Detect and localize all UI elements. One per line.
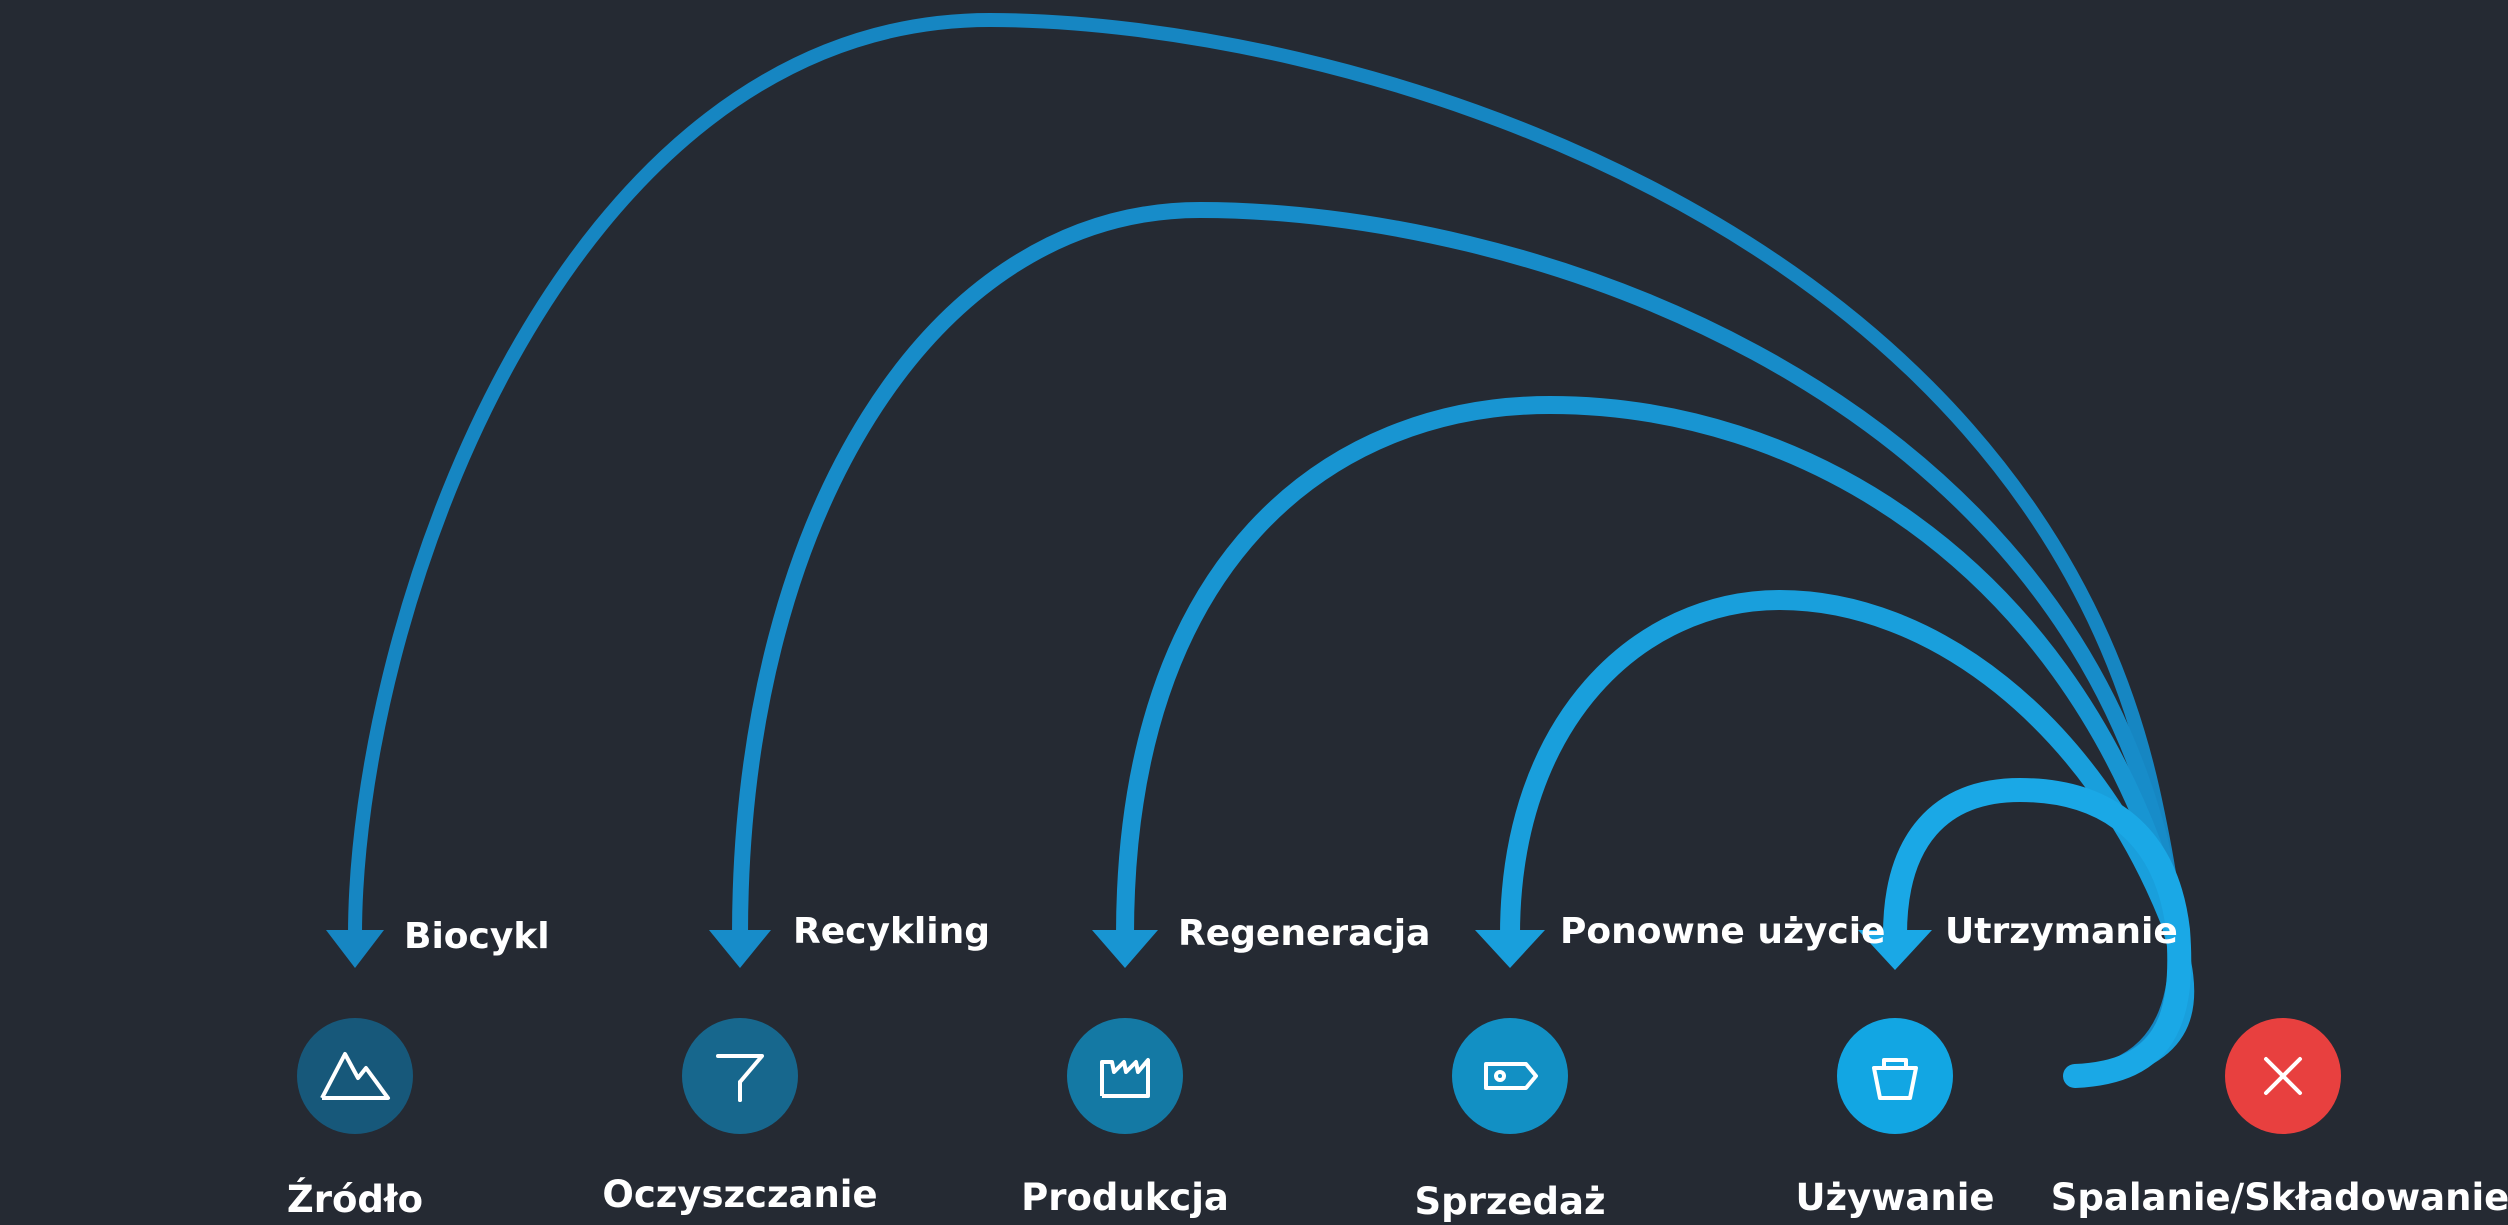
loop-arrowhead-biocykl [326, 930, 384, 968]
stage-label-produkcja: Produkcja [1021, 1176, 1229, 1219]
end-stage-label: Spalanie/Składowanie [2051, 1176, 2508, 1219]
stage-label-sprzedaz: Sprzedaż [1415, 1180, 1606, 1223]
stage-node-produkcja [1067, 1018, 1183, 1134]
stage-circle [1837, 1018, 1953, 1134]
loop-label-utrzymanie: Utrzymanie [1945, 911, 2178, 952]
stage-circle [682, 1018, 798, 1134]
funnel-icon [716, 1054, 764, 1102]
loop-label-regeneracja: Regeneracja [1178, 913, 1430, 954]
loop-arrows [326, 12, 2195, 1088]
loop-labels: Biocykl Recykling Regeneracja Ponowne uż… [404, 911, 2178, 957]
factory-icon [1100, 1058, 1150, 1098]
stage-label-zrodlo: Źródło [287, 1177, 423, 1221]
loop-label-biocykl: Biocykl [404, 916, 550, 957]
stage-node-oczyszczanie [682, 1018, 798, 1134]
stage-label-uzywanie: Używanie [1796, 1176, 1995, 1219]
stage-label-oczyszczanie: Oczyszczanie [602, 1173, 877, 1216]
shopping-bag-icon [1872, 1058, 1918, 1100]
loop-arrowhead-utrzymanie [1858, 930, 1932, 970]
loop-label-recykling: Recykling [793, 911, 990, 952]
mountain-icon [320, 1052, 390, 1100]
stage-node-sprzedaz [1452, 1018, 1568, 1134]
price-tag-icon [1484, 1062, 1538, 1090]
loop-arrowhead-ponowne-uzycie [1475, 930, 1545, 968]
loop-arrowhead-regeneracja [1092, 930, 1158, 968]
loop-arrow-utrzymanie [1883, 777, 2192, 1088]
loop-arrowhead-recykling [709, 930, 771, 968]
stage-node-zrodlo [297, 1018, 413, 1134]
loop-label-ponowne-uzycie: Ponowne użycie [1560, 911, 1885, 952]
stage-circle [1067, 1018, 1183, 1134]
stage-circle [1452, 1018, 1568, 1134]
stage-node-uzywanie [1837, 1018, 1953, 1134]
end-node-spalanie-skladowanie [2225, 1018, 2341, 1134]
close-icon [2264, 1057, 2302, 1095]
